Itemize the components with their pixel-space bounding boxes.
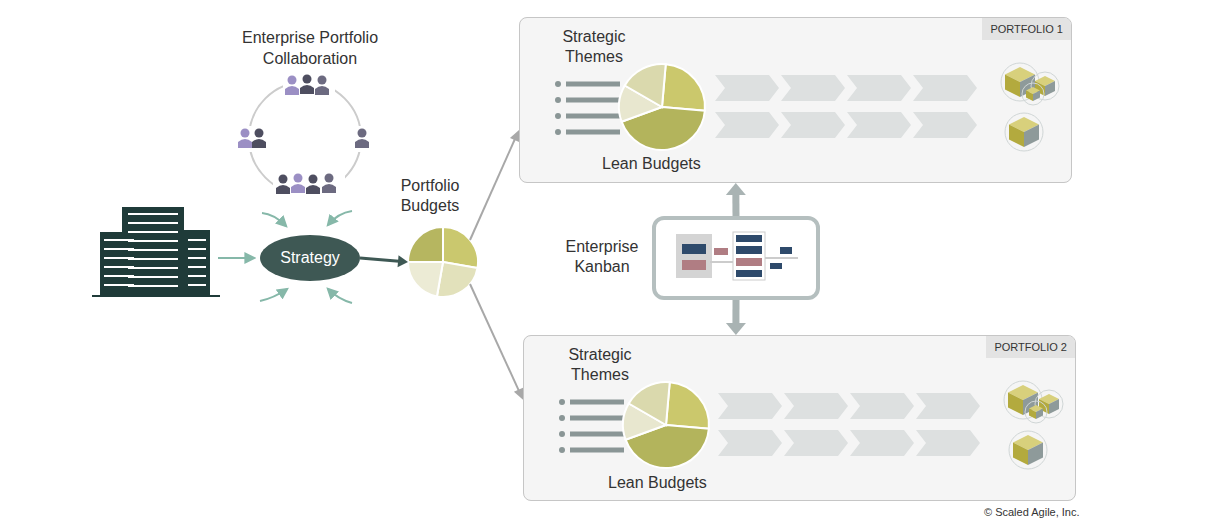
node-text: Enterprise Kanban — [557, 237, 647, 277]
connector-arrow — [360, 255, 408, 267]
input-arrow — [218, 257, 254, 259]
building-icon — [92, 207, 220, 296]
panel-tag: PORTFOLIO 1 — [982, 18, 1071, 40]
panel-ground — [519, 17, 1072, 183]
portfolio-panel: PORTFOLIO 1 Strategic ThemesLean Budgets — [519, 17, 1072, 183]
copyright-note: © Scaled Agile, Inc. — [984, 505, 1124, 519]
node-text: Lean Budgets — [602, 154, 722, 174]
solution-cubes — [1001, 63, 1063, 469]
connector-arrow — [470, 284, 523, 400]
value-streams — [715, 75, 980, 456]
connector-arrow — [726, 183, 746, 216]
kanban-box: Enterprise Kanban — [652, 216, 820, 300]
connector-arrow — [726, 300, 746, 335]
portfolio-panel: PORTFOLIO 2 Strategic ThemesLean Budgets — [523, 335, 1076, 501]
connector-arrow — [470, 130, 519, 240]
node-text: Strategic Themes — [544, 27, 644, 67]
node-label: Strategy — [280, 248, 340, 268]
people-icons — [236, 73, 374, 198]
panel-tag: PORTFOLIO 2 — [986, 336, 1075, 358]
panel-ground — [523, 335, 1076, 501]
node-text: Portfolio Budgets — [390, 176, 470, 216]
node-text: Lean Budgets — [608, 473, 728, 493]
kanban-icon — [676, 232, 798, 280]
strategy-ellipse: Strategy — [260, 235, 360, 281]
budget-pie: Portfolio Budgets — [408, 227, 478, 297]
node-text: Strategic Themes — [550, 345, 650, 385]
pie-charts — [408, 64, 709, 468]
group-label: Enterprise Portfolio Collaboration — [222, 27, 398, 69]
